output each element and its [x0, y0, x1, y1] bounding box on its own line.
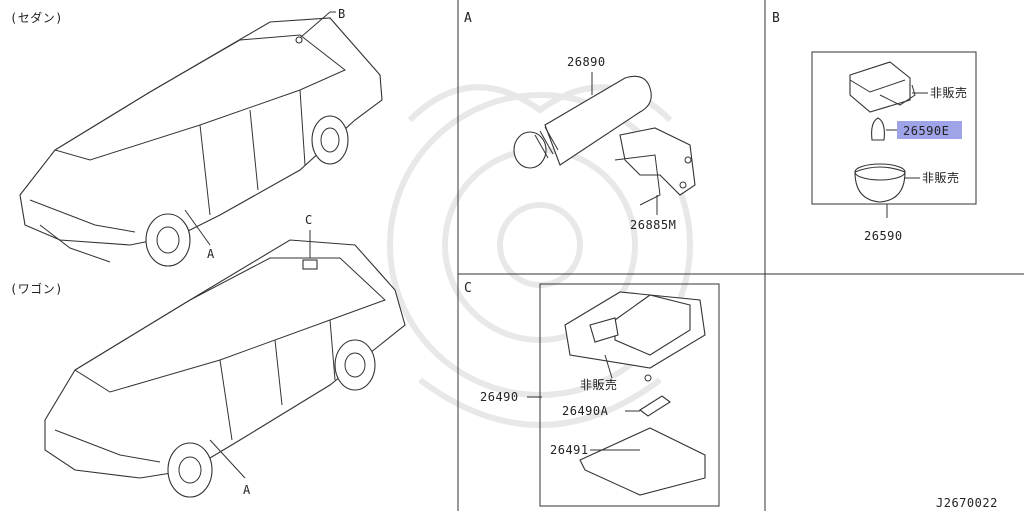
section-c-box	[539, 283, 720, 507]
sedan-label: (セダン)	[10, 10, 63, 25]
part-26590e: 26590E	[903, 124, 949, 138]
layout-grid	[457, 0, 1024, 511]
sedan-drawing	[19, 11, 383, 267]
section-b-box	[811, 51, 977, 205]
sedan-callout-b: B	[338, 7, 346, 21]
part-26490a: 26490A	[562, 404, 609, 418]
part-not-for-sale-b1: 非販売	[930, 85, 968, 100]
part-26491: 26491	[550, 443, 589, 457]
part-26590: 26590	[864, 229, 903, 243]
highlight-26590e	[897, 121, 962, 139]
sedan-callout-a: A	[207, 247, 215, 261]
section-b-drawing	[849, 61, 928, 218]
section-c-label: C	[464, 281, 472, 296]
part-26490: 26490	[480, 390, 519, 404]
wagon-label: (ワゴン)	[10, 281, 63, 296]
part-not-for-sale-c: 非販売	[580, 377, 618, 392]
section-c-drawing	[527, 291, 706, 496]
wagon-callout-c: C	[305, 213, 313, 227]
section-b-label: B	[772, 11, 780, 26]
wagon-drawing	[44, 230, 406, 498]
part-not-for-sale-b2: 非販売	[922, 170, 960, 185]
section-a-label: A	[464, 11, 472, 26]
diagram-code: J2670022	[936, 496, 998, 510]
part-26890: 26890	[567, 55, 606, 69]
section-a-drawing	[513, 72, 696, 215]
part-26885m: 26885M	[630, 218, 676, 232]
wagon-callout-a: A	[243, 483, 251, 497]
